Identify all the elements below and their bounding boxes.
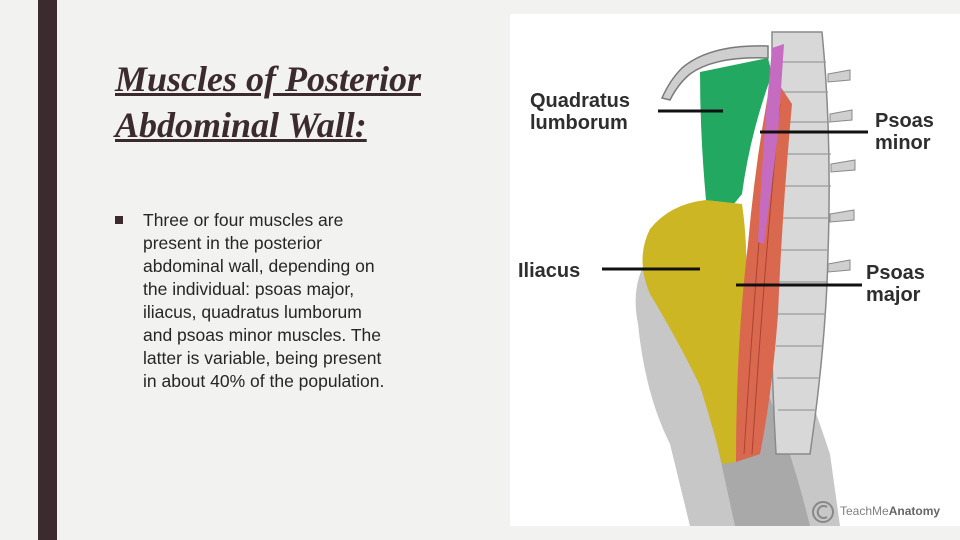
title-line-2: Abdominal Wall: [115, 105, 367, 145]
watermark-prefix: TeachMe [840, 504, 889, 518]
label-quadratus-lumborum: Quadratus lumborum [530, 90, 630, 134]
transverse-processes [827, 69, 856, 273]
label-psoas-major-line-2: major [866, 284, 921, 306]
psoas-minor-shape [758, 44, 784, 244]
accent-bar [38, 0, 57, 540]
label-psoas-minor: Psoas minor [875, 110, 934, 154]
bullet-text: Three or four muscles are present in the… [143, 210, 385, 391]
label-psoas-minor-line-1: Psoas [875, 110, 934, 132]
square-bullet-icon [115, 216, 123, 224]
anatomy-illustration [602, 31, 868, 526]
iliacus-shape [642, 200, 747, 464]
anatomy-figure: Quadratus lumborum Psoas minor Iliacus P… [510, 14, 960, 526]
label-quadratus-line-1: Quadratus [530, 90, 631, 112]
watermark: TeachMeAnatomy [840, 504, 940, 518]
bullet-item: Three or four muscles are present in the… [115, 209, 385, 393]
label-pointer-lines [602, 109, 868, 287]
label-psoas-major-line-1: Psoas [866, 262, 925, 284]
slide-title: Muscles of Posterior Abdominal Wall: [115, 56, 495, 148]
label-psoas-minor-line-2: minor [875, 132, 931, 154]
rib-shape [660, 45, 769, 101]
label-iliacus: Iliacus [518, 260, 581, 282]
label-quadratus-line-2: lumborum [530, 112, 628, 134]
copyright-icon [812, 501, 834, 523]
title-line-1: Muscles of Posterior [115, 59, 421, 99]
label-psoas-major: Psoas major [866, 262, 925, 306]
quadratus-lumborum-shape [700, 58, 772, 216]
watermark-suffix: Anatomy [888, 504, 941, 518]
